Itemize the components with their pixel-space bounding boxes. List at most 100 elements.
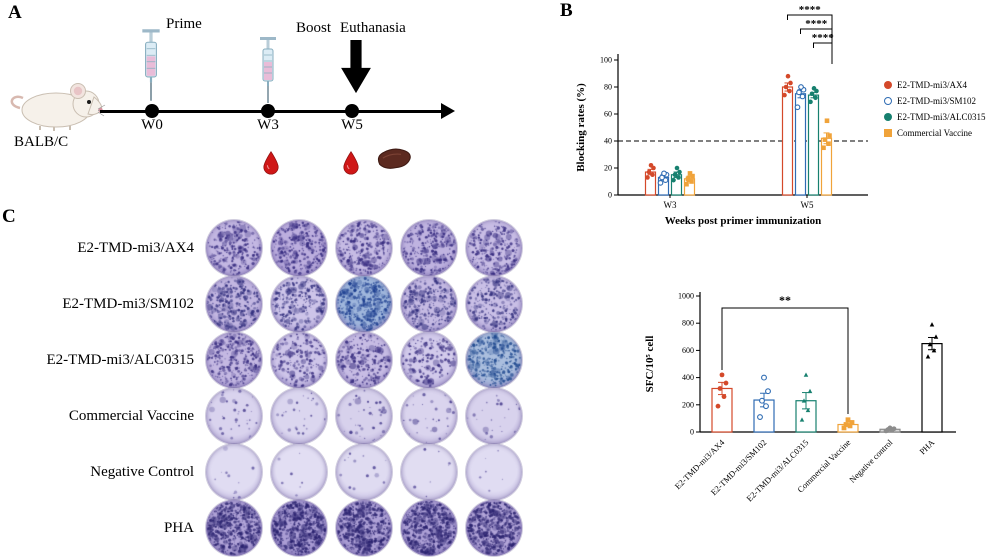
svg-text:W5: W5 xyxy=(801,200,814,210)
elispot-well xyxy=(336,444,392,500)
svg-text:0: 0 xyxy=(608,191,612,200)
well-spots xyxy=(271,332,327,388)
well-spots xyxy=(466,444,522,500)
elispot-well xyxy=(336,276,392,332)
well-strip xyxy=(206,332,522,388)
well-spots xyxy=(336,388,392,444)
legend-marker-icon xyxy=(884,81,892,89)
boost-label: Boost xyxy=(296,20,332,36)
well-strip xyxy=(206,388,522,444)
elispot-well xyxy=(466,332,522,388)
well-spots xyxy=(271,388,327,444)
legend-label: E2-TMD-mi3/AX4 xyxy=(897,80,967,90)
syringe-icon-prime xyxy=(142,29,160,101)
elispot-well xyxy=(466,444,522,500)
well-spots xyxy=(271,220,327,276)
euthanasia-label: Euthanasia xyxy=(340,20,406,36)
bar xyxy=(781,86,794,196)
legend-label: Commercial Vaccine xyxy=(897,128,973,138)
panel-a: BALB/C W0 W3 W5 Prime Bo xyxy=(0,0,480,210)
elispot-well xyxy=(401,388,457,444)
svg-text:100: 100 xyxy=(600,56,612,65)
svg-text:800: 800 xyxy=(682,319,694,328)
well-spots xyxy=(336,332,392,388)
svg-text:200: 200 xyxy=(682,400,694,409)
legend-label: E2-TMD-mi3/ALC0315 xyxy=(897,112,986,122)
x-axis-label: Weeks post primer immunization xyxy=(665,215,822,227)
elispot-well xyxy=(336,388,392,444)
elispot-row: E2-TMD-mi3/AX4 xyxy=(0,220,522,276)
well-spots xyxy=(271,500,327,556)
significance-stars: **** xyxy=(812,32,835,44)
elispot-well xyxy=(401,332,457,388)
svg-text:0: 0 xyxy=(690,428,694,437)
elispot-row: Negative Control xyxy=(0,444,522,500)
bar xyxy=(921,342,943,433)
elispot-well xyxy=(466,388,522,444)
elispot-well xyxy=(206,332,262,388)
well-spots xyxy=(466,500,522,556)
well-spots xyxy=(401,444,457,500)
significance-stars: **** xyxy=(799,4,822,16)
well-spots xyxy=(206,500,262,556)
svg-text:600: 600 xyxy=(682,346,694,355)
timepoint-w3: W3 xyxy=(257,117,279,133)
well-spots xyxy=(206,444,262,500)
elispot-row: E2-TMD-mi3/ALC0315 xyxy=(0,332,522,388)
well-strip xyxy=(206,500,522,556)
well-spots xyxy=(401,276,457,332)
well-spots xyxy=(466,220,522,276)
well-strip xyxy=(206,220,522,276)
legend-marker-icon xyxy=(884,113,892,121)
panel-a-label: A xyxy=(8,2,22,23)
svg-text:400: 400 xyxy=(682,373,694,382)
elispot-well xyxy=(206,220,262,276)
prime-label: Prime xyxy=(166,16,202,32)
elispot-row: PHA xyxy=(0,500,522,556)
timepoint-w0: W0 xyxy=(141,117,163,133)
legend-item: Commercial Vaccine xyxy=(884,128,986,138)
timeline-dot-w3 xyxy=(261,104,275,118)
well-strip xyxy=(206,276,522,332)
well-spots xyxy=(466,388,522,444)
well-spots xyxy=(206,276,262,332)
mouse-icon xyxy=(10,83,106,131)
elispot-well xyxy=(271,220,327,276)
elispot-well xyxy=(336,332,392,388)
elispot-well xyxy=(466,500,522,556)
elispot-well xyxy=(206,500,262,556)
elispot-well xyxy=(271,276,327,332)
svg-text:1000: 1000 xyxy=(678,292,694,301)
svg-text:60: 60 xyxy=(604,110,612,119)
significance-stars: ** xyxy=(779,293,791,307)
legend-item: E2-TMD-mi3/AX4 xyxy=(884,80,986,90)
well-spots xyxy=(466,332,522,388)
well-spots xyxy=(401,332,457,388)
elispot-well xyxy=(206,388,262,444)
elispot-row-label: Commercial Vaccine xyxy=(68,407,194,424)
well-spots xyxy=(401,388,457,444)
blood-drop-icon-w5 xyxy=(343,151,359,175)
x-tick-label: Negative control xyxy=(847,437,895,485)
well-spots xyxy=(206,388,262,444)
legend-item: E2-TMD-mi3/SM102 xyxy=(884,96,986,106)
svg-text:40: 40 xyxy=(604,137,612,146)
svg-text:W3: W3 xyxy=(664,200,677,210)
y-axis-label: Blocking rates (%) xyxy=(575,83,587,172)
bar xyxy=(807,94,820,196)
elispot-well xyxy=(401,444,457,500)
elispot-row: Commercial Vaccine xyxy=(0,388,522,444)
well-spots xyxy=(206,332,262,388)
well-spots xyxy=(271,276,327,332)
svg-text:80: 80 xyxy=(604,83,612,92)
x-tick-label: PHA xyxy=(917,437,937,457)
panel-c-label: C xyxy=(2,206,16,227)
significance-bracket xyxy=(813,42,833,64)
elispot-row-label: E2-TMD-mi3/SM102 xyxy=(62,295,194,312)
panel-b-label: B xyxy=(560,0,573,21)
